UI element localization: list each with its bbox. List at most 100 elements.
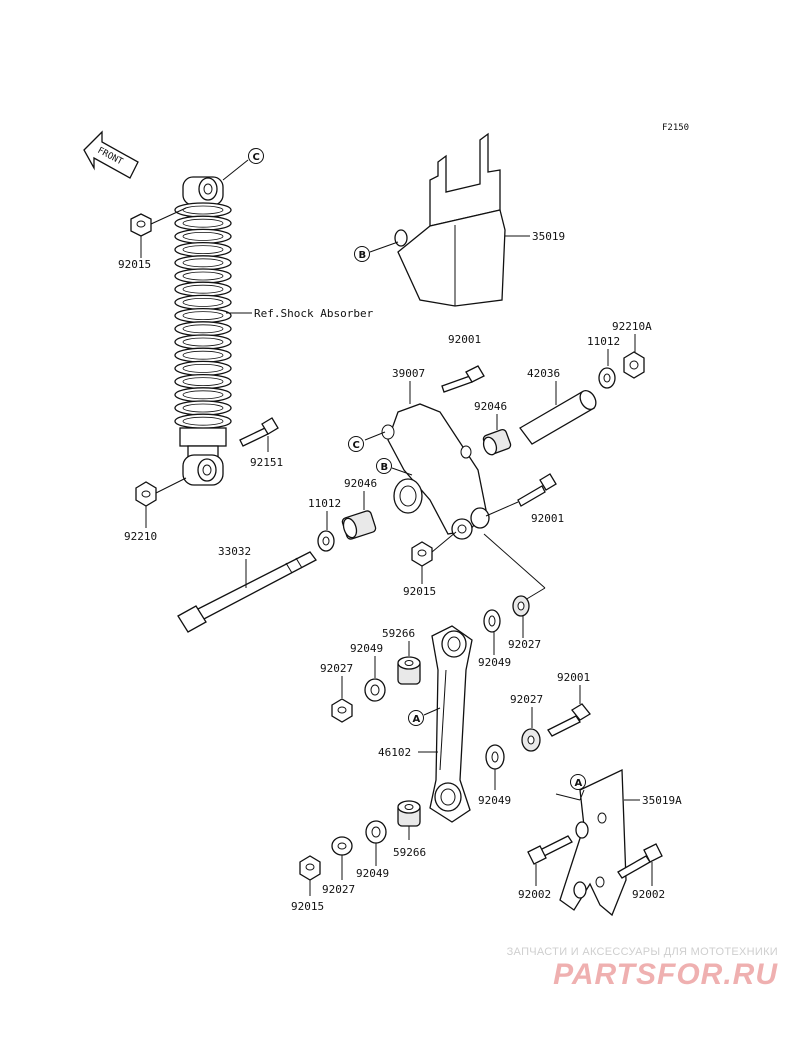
svg-text:A: A	[413, 714, 421, 725]
label-92151: 92151	[250, 456, 283, 469]
callout-a-bracket	[570, 774, 586, 790]
callout-b-mid	[376, 458, 392, 474]
label-92027-d: 92027	[322, 883, 355, 896]
shock-absorber	[174, 176, 232, 486]
callout-c-mid	[348, 436, 364, 452]
label-92002-left: 92002	[518, 888, 551, 901]
label-39007: 39007	[392, 367, 425, 380]
spring-coil-inner	[182, 258, 224, 268]
spring-coil-inner	[182, 271, 224, 281]
spring-coil-inner	[182, 205, 224, 215]
label-35019A: 35019A	[642, 794, 682, 807]
spring-coil-inner	[182, 245, 224, 255]
label-92210: 92210	[124, 530, 157, 543]
bolt-92001-mid	[517, 473, 557, 507]
callout-c-top	[248, 148, 264, 164]
label-92001-top: 92001	[448, 333, 481, 346]
washer-92049-d	[365, 820, 387, 844]
spring-coil-inner	[182, 390, 224, 400]
label-92049-a: 92049	[478, 656, 511, 669]
bolt-92151	[239, 417, 279, 447]
label-35019: 35019	[532, 230, 565, 243]
bolt-92001-low	[547, 703, 591, 737]
nut-92027-c	[521, 728, 541, 752]
collar-42036	[519, 390, 597, 445]
label-42036: 42036	[527, 367, 560, 380]
label-92046-left: 92046	[344, 477, 377, 490]
nut-92027-d	[331, 836, 353, 856]
label-59266-top: 59266	[382, 627, 415, 640]
watermark-logo: PARTSFOR.RU	[553, 958, 778, 991]
collar-59266-bot	[397, 800, 421, 827]
label-92015-top: 92015	[118, 258, 151, 271]
spring-coil-inner	[182, 377, 224, 387]
link-46102	[429, 625, 473, 823]
label-92210A: 92210A	[612, 320, 652, 333]
svg-text:A: A	[575, 778, 583, 789]
spring-coil-inner	[182, 218, 224, 228]
spring-coil-inner	[182, 403, 224, 413]
callout-b-top	[354, 246, 370, 262]
rocker-arm-39007	[381, 403, 490, 540]
nut-92210	[135, 481, 157, 507]
svg-text:B: B	[359, 250, 367, 261]
spring-coil-inner	[182, 363, 224, 373]
bracket-35019A	[559, 768, 627, 917]
washer-92049-b	[364, 678, 386, 702]
nut-92210A	[623, 351, 645, 379]
shaft-33032	[177, 551, 317, 633]
label-92027-c: 92027	[510, 693, 543, 706]
spring-coil-inner	[182, 416, 224, 426]
bolt-39007	[441, 365, 485, 393]
collar-59266-top	[397, 656, 421, 685]
nut-92015-bot	[299, 855, 321, 881]
seal-11012-left	[317, 530, 335, 552]
nut-92015-mid	[411, 541, 433, 567]
washer-92049-c	[485, 744, 505, 770]
bolt-92002-left	[527, 835, 573, 865]
figure-code: F2150	[662, 123, 689, 133]
washer-92049-a	[483, 609, 501, 633]
shock-spring	[174, 202, 232, 429]
spring-coil-inner	[182, 350, 224, 360]
label-92049-d: 92049	[356, 867, 389, 880]
label-92027-a: 92027	[508, 638, 541, 651]
label-92027-b: 92027	[320, 662, 353, 675]
nut-92027-b	[331, 698, 353, 723]
spring-coil-inner	[182, 284, 224, 294]
watermark: ЗАПЧАСТИ И АКСЕССУАРЫ ДЛЯ МОТОТЕХНИКИ PA…	[507, 946, 778, 992]
label-92015-mid: 92015	[403, 585, 436, 598]
spring-coil-inner	[182, 337, 224, 347]
label-11012-left: 11012	[308, 497, 341, 510]
nut-92027-a	[512, 595, 530, 617]
bushing-92046-left	[341, 510, 377, 540]
svg-text:B: B	[381, 462, 389, 473]
label-59266-bot: 59266	[393, 846, 426, 859]
label-92046-top: 92046	[474, 400, 507, 413]
spring-coil-inner	[182, 324, 224, 334]
front-arrow-icon: FRONT	[83, 130, 139, 179]
callout-a-link	[408, 710, 424, 726]
bushing-92046-top	[482, 428, 512, 456]
label-46102: 46102	[378, 746, 411, 759]
seal-11012-top	[598, 367, 616, 389]
spring-coil-inner	[182, 231, 224, 241]
label-11012-top: 11012	[587, 335, 620, 348]
svg-text:C: C	[253, 152, 260, 163]
bolt-92002-right	[617, 843, 663, 879]
label-92001-low: 92001	[557, 671, 590, 684]
svg-text:C: C	[353, 440, 360, 451]
label-33032: 33032	[218, 545, 251, 558]
label-92049-c: 92049	[478, 794, 511, 807]
guard-35019	[394, 132, 506, 307]
label-92049-b: 92049	[350, 642, 383, 655]
label-92002-right: 92002	[632, 888, 665, 901]
spring-coil-inner	[182, 297, 224, 307]
label-92001-mid: 92001	[531, 512, 564, 525]
spring-coil-inner	[182, 311, 224, 321]
label-92015-bot: 92015	[291, 900, 324, 913]
nut-92015-top	[130, 213, 152, 237]
ref-shock-absorber-label: Ref.Shock Absorber	[254, 307, 374, 320]
watermark-tagline: ЗАПЧАСТИ И АКСЕССУАРЫ ДЛЯ МОТОТЕХНИКИ	[506, 946, 778, 958]
